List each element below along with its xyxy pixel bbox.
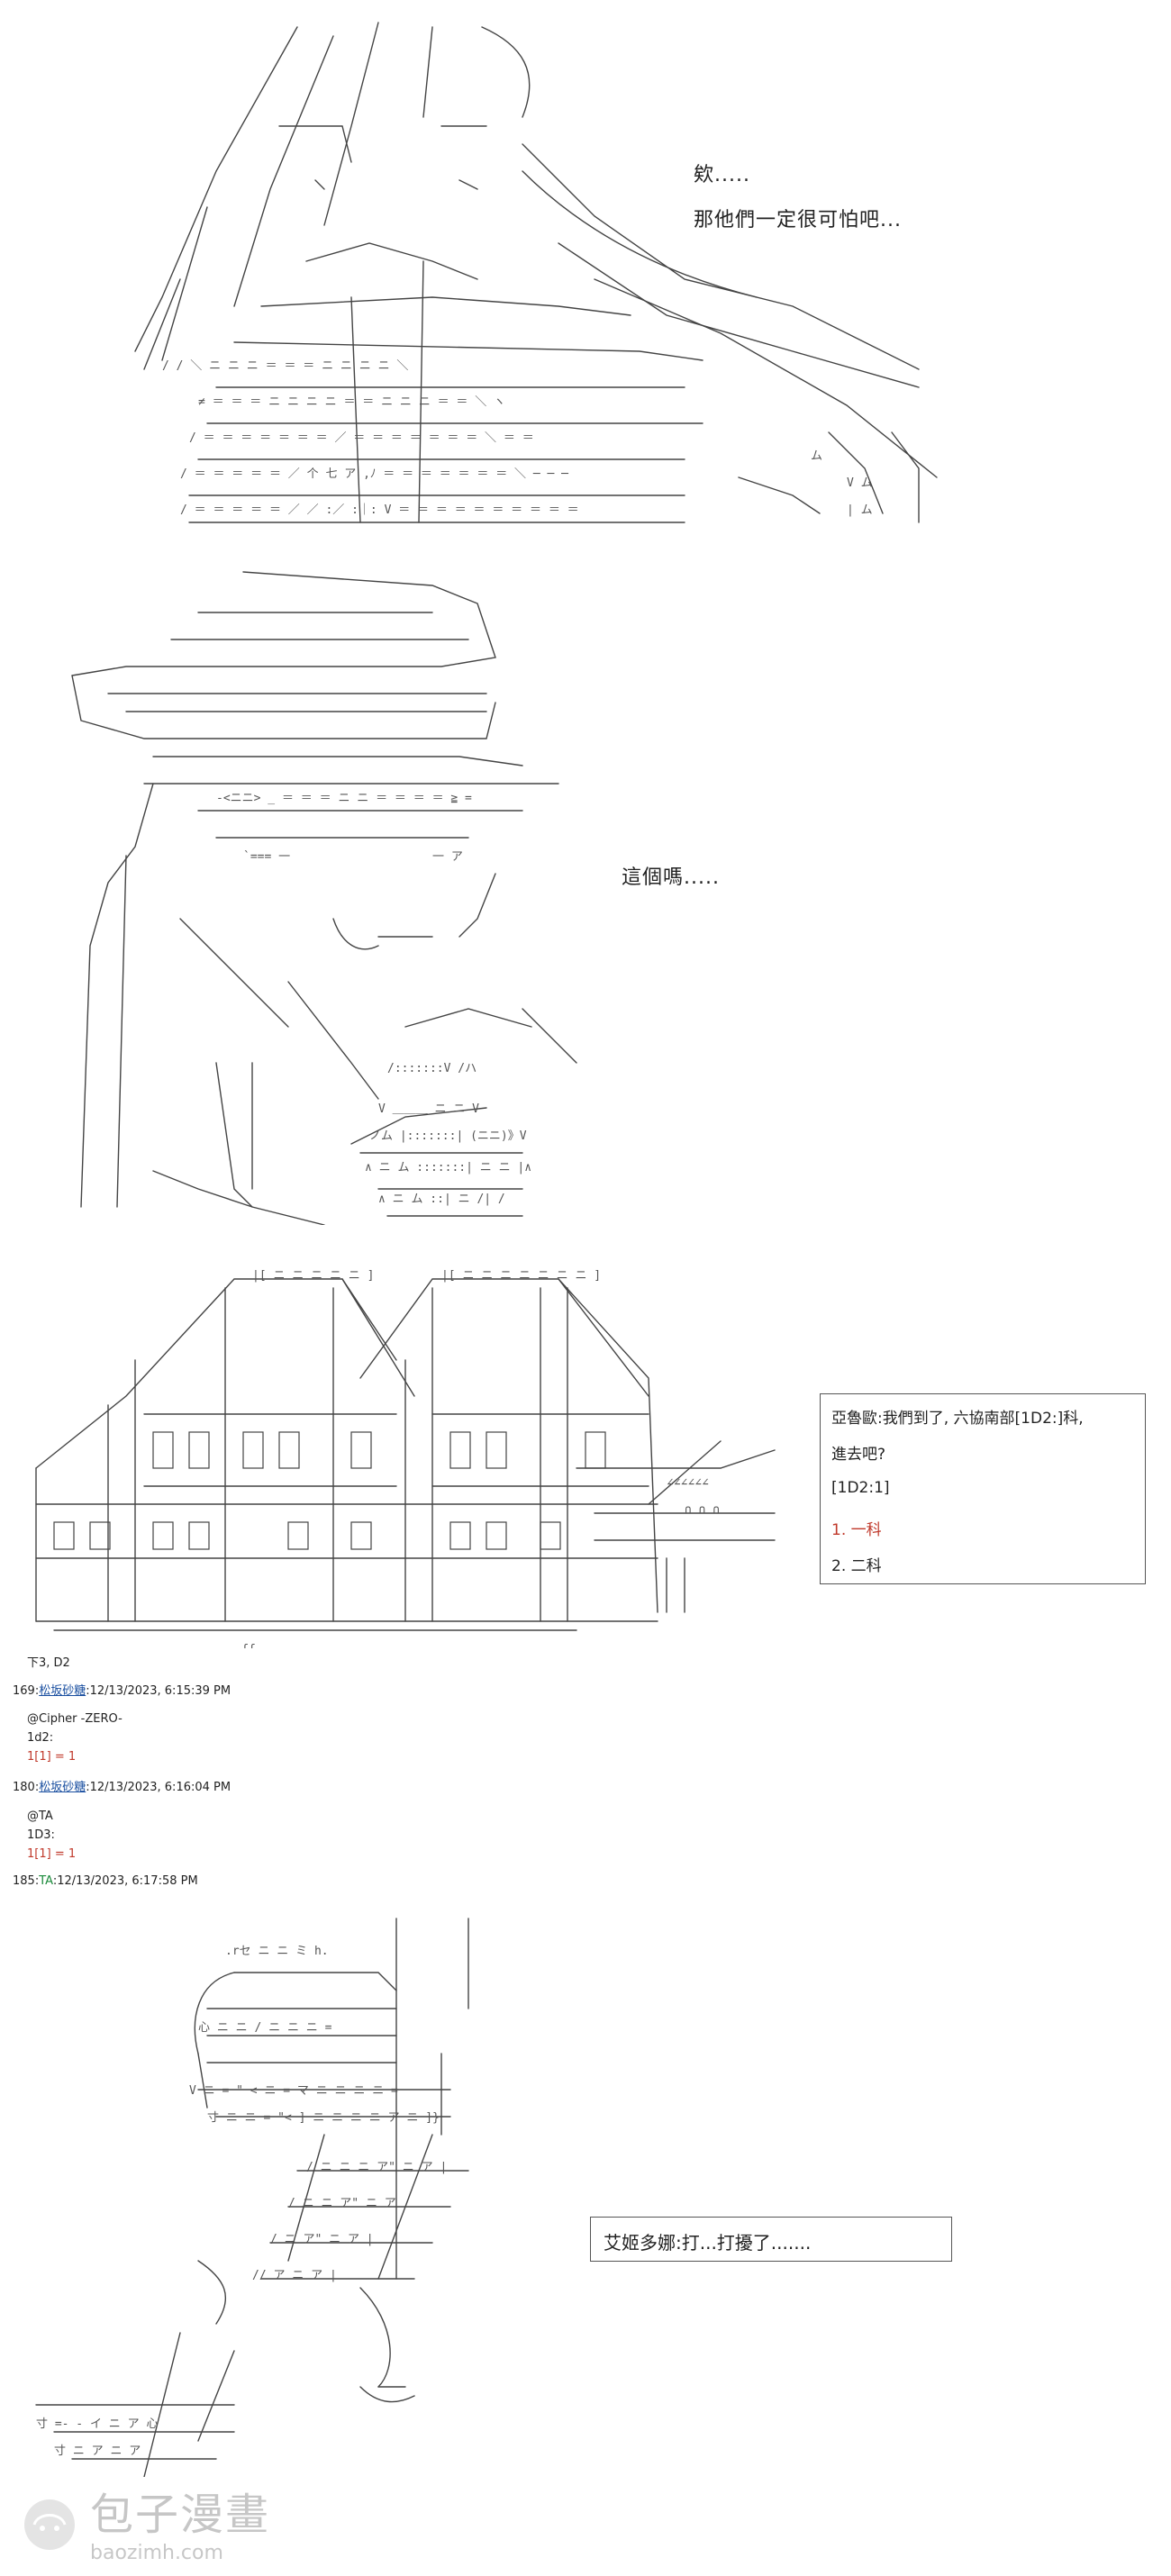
narration-line-1: 亞魯歐:我們到了, 六協南部[1D2:]科, [831,1410,1084,1428]
svg-text:寸 ニ ア ニ ア: 寸 ニ ア ニ ア [54,2444,141,2458]
post-180-line-1: @TA [27,1810,53,1823]
svg-text:/ ＝ ＝ ＝ ＝ ＝ ／ ／ :／ :｜: V ＝ ＝ ＝: / ＝ ＝ ＝ ＝ ＝ ／ ／ :／ :｜: V ＝ ＝ ＝ ＝ ＝ ＝ ＝ ＝… [180,503,579,517]
post-185-header: 185:TA:12/13/2023, 6:17:58 PM [13,1874,198,1888]
svg-text:`=== 一: `=== 一 [243,850,290,864]
svg-text:/ ニ ニ ニ ア" ニ ア |: / ニ ニ ニ ア" ニ ア | [306,2161,447,2174]
svg-text:∧ ニ ム :::::::| ニ ニ |∧: ∧ ニ ム :::::::| ニ ニ |∧ [365,1161,531,1175]
post-169-line-3: 1[1] = 1 [27,1750,77,1764]
post-185-author: TA [39,1874,53,1888]
watermark-title: 包子漫畫 [90,2490,271,2540]
post-185-time: :12/13/2023, 6:17:58 PM [52,1874,198,1888]
svg-text:∽ʃʃ ∽∽ ∽∽ ∽∽: ∽ʃʃ ∽∽ ∽∽ ∽∽ [234,1643,319,1648]
watermark-url: baozimh.com [90,2542,223,2564]
svg-text:// ア ニ ア |: // ア ニ ア | [252,2269,337,2282]
svg-text:V ニ = " < ニ = マ ニ ニ ニ ニ =: V ニ = " < ニ = マ ニ ニ ニ ニ = [189,2084,398,2098]
svg-text:|[ ニ ニ ニ ニ ニ ]: |[ ニ ニ ニ ニ ニ ] [252,1269,374,1283]
panel-3-ascii-art: |[ ニ ニ ニ ニ ニ ] |[ ニ ニ ニ ニ ニ ニ ニ ] ∩ ∩ ∩ … [18,1252,811,1648]
svg-text:寸 ニ ニ = "< ] ニ ニ ニ ニ ア ニ ]}: 寸 ニ ニ = "< ] ニ ニ ニ ニ ア ニ ]} [207,2111,440,2125]
panel-1-line-2: 那他們一定很可怕吧... [694,209,902,231]
building-ascii-art: |[ ニ ニ ニ ニ ニ ] |[ ニ ニ ニ ニ ニ ニ ニ ] ∩ ∩ ∩ … [35,1269,776,1648]
post-169-line-1: @Cipher -ZERO- [27,1712,123,1726]
panel-4-caption-box: 艾姬多娜:打...打擾了....... [590,2217,952,2262]
svg-text:/ ＝ ＝ ＝ ＝ ＝ ＝ ＝ ／ ＝ ＝ ＝ ＝ ＝ ＝: / ＝ ＝ ＝ ＝ ＝ ＝ ＝ ／ ＝ ＝ ＝ ＝ ＝ ＝ ＝ ＼ ＝ ＝ [189,431,534,445]
svg-text:一 ア: 一 ア [432,850,463,864]
svg-text:ム: ム [811,449,822,463]
svg-text:|[ ニ ニ ニ ニ ニ ニ ニ ]: |[ ニ ニ ニ ニ ニ ニ ニ ] [441,1269,601,1283]
svg-text:∧ ニ ム ::| ニ /| /: ∧ ニ ム ::| ニ /| / [378,1193,505,1206]
post-169-author[interactable]: 松坂砂糖 [39,1684,86,1698]
post-180-number: 180: [13,1781,40,1794]
post-180-author[interactable]: 松坂砂糖 [39,1781,86,1794]
svg-text:V ム: V ム [847,476,873,490]
svg-text:心 ニ ニ / ニ ニ ニ =: 心 ニ ニ / ニ ニ ニ = [198,2021,332,2035]
svg-text:| ム: | ム [847,503,873,517]
option-1: 1. 一科 [831,1521,882,1539]
svg-text:≠ ＝ ＝ ＝ ニ ニ ニ ニ ＝ ＝ ニ ニ ニ ＝ ＝: ≠ ＝ ＝ ＝ ニ ニ ニ ニ ＝ ＝ ニ ニ ニ ＝ ＝ ＼ ヽ [198,395,505,409]
post-169-time: :12/13/2023, 6:15:39 PM [86,1684,231,1698]
hat-character-ascii-art: -<ニニ> _ ＝ ＝ ＝ ニ ニ ＝ ＝ ＝ ＝ ≧ = `=== 一 一 ア… [71,571,577,1225]
post-185-number: 185: [13,1874,40,1888]
option-2: 2. 二科 [831,1557,882,1575]
post-169-number: 169: [13,1684,40,1698]
svg-text:V ＿＿＿ ニ ニ V: V ＿＿＿ ニ ニ V [378,1102,479,1116]
post-180-line-2: 1D3: [27,1828,55,1842]
watermark: 包子漫畫 baozimh.com [18,2479,270,2564]
panel-4-ascii-art: .rセ ニ ニ ミ h. 心 ニ ニ / ニ ニ ニ = V ニ = " < ニ… [18,1900,558,2477]
svg-text:-<ニニ> _ ＝ ＝ ＝ ニ ニ ＝ ＝ ＝ ＝ ≧ =: -<ニニ> _ ＝ ＝ ＝ ニ ニ ＝ ＝ ＝ ＝ ≧ = [216,792,472,805]
panel-1-ascii-art: / / ＼ ニ ニ ニ ＝ ＝ ＝ ニ ニ ニ ニ ＼ ≠ ＝ ＝ ＝ ニ ニ … [54,9,955,531]
panel-4-line-1: 艾姬多娜:打...打擾了....... [604,2232,812,2254]
panel-1-line-1: 欸..... [694,164,750,186]
posts-header: 下3, D2 [27,1656,70,1670]
panel-2-line-1: 這個嗎..... [622,866,720,889]
svg-text:/:::::::V /ハ: /:::::::V /ハ [387,1062,477,1075]
post-180-header: 180:松坂砂糖:12/13/2023, 6:16:04 PM [13,1777,231,1794]
peeking-character-ascii-art: .rセ ニ ニ ミ h. 心 ニ ニ / ニ ニ ニ = V ニ = " < ニ… [35,1918,469,2477]
narration-line-2: 進去吧? [831,1446,886,1464]
bun-logo-icon [24,2499,75,2550]
svg-text:∩ ∩ ∩: ∩ ∩ ∩ [685,1503,720,1517]
panel-3-narration-box: 亞魯歐:我們到了, 六協南部[1D2:]科, 進去吧? [1D2:1] 1. 一… [820,1393,1146,1584]
post-180-time: :12/13/2023, 6:16:04 PM [86,1781,231,1794]
svg-text:/ ニ ア" ニ ア |: / ニ ア" ニ ア | [270,2233,374,2246]
svg-text:/ ニ ニ ア" ニ ア: / ニ ニ ア" ニ ア [288,2197,396,2210]
girl-ascii-art: / / ＼ ニ ニ ニ ＝ ＝ ＝ ニ ニ ニ ニ ＼ ≠ ＝ ＝ ＝ ニ ニ … [134,22,938,523]
svg-text:ノム |:::::::| (ニニ)》V: ノム |:::::::| (ニニ)》V [369,1129,527,1143]
narration-line-3: [1D2:1] [831,1479,890,1497]
svg-text:/ / ＼ ニ ニ ニ ＝ ＝ ＝ ニ ニ ニ ニ ＼: / / ＼ ニ ニ ニ ＝ ＝ ＝ ニ ニ ニ ニ ＼ [162,359,408,373]
svg-text:/ ＝ ＝ ＝ ＝ ＝ ／ 个 七 ア ,ﾉ ＝ ＝ ＝ ＝: / ＝ ＝ ＝ ＝ ＝ ／ 个 七 ア ,ﾉ ＝ ＝ ＝ ＝ ＝ ＝ ＝ ＼ ─… [180,467,568,481]
svg-text:.rセ ニ ニ ミ h.: .rセ ニ ニ ミ h. [225,1945,329,1958]
post-169-line-2: 1d2: [27,1731,54,1745]
svg-text:寸 =- - イ ニ ア 心: 寸 =- - イ ニ ア 心 [36,2417,158,2431]
post-180-line-3: 1[1] = 1 [27,1847,77,1861]
panel-2-ascii-art: -<ニニ> _ ＝ ＝ ＝ ニ ニ ＝ ＝ ＝ ＝ ≧ = `=== 一 一 ア… [18,558,631,1225]
post-169-header: 169:松坂砂糖:12/13/2023, 6:15:39 PM [13,1681,231,1698]
svg-text:∠∠∠∠∠∠: ∠∠∠∠∠∠ [667,1476,709,1490]
